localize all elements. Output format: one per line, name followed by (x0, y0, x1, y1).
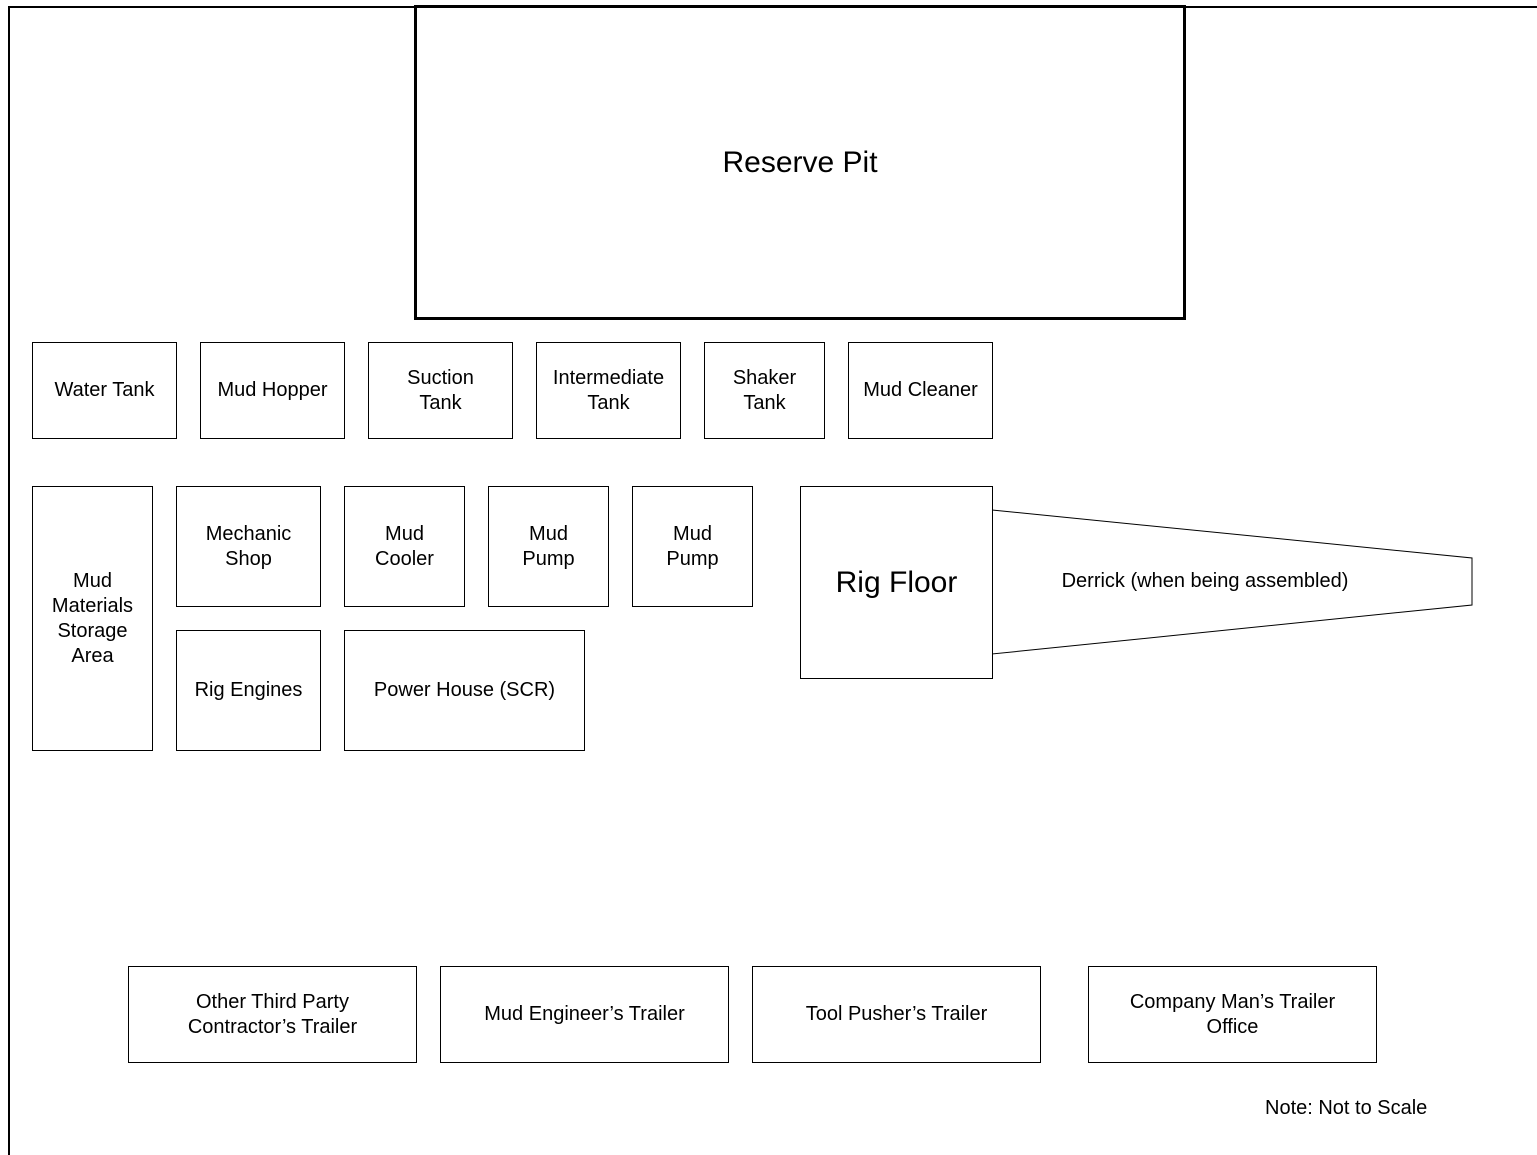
company-man-trailer-label: Company Man’s Trailer Office (1129, 990, 1336, 1038)
tool-pusher-trailer: Tool Pusher’s Trailer (752, 966, 1041, 1063)
rig-engines-label: Rig Engines (194, 679, 303, 701)
mechanic-shop-label: Mechanic Shop (205, 522, 292, 570)
intermediate-tank: Intermediate Tank (536, 342, 681, 439)
suction-tank: Suction Tank (368, 342, 513, 439)
rig-engines: Rig Engines (176, 630, 321, 751)
mud-engineer-trailer: Mud Engineer’s Trailer (440, 966, 729, 1063)
rig-floor-label: Rig Floor (835, 565, 958, 599)
mud-hopper: Mud Hopper (200, 342, 345, 439)
mud-pump-2: Mud Pump (632, 486, 753, 607)
shaker-tank-label: Shaker Tank (732, 366, 797, 414)
mud-cleaner-label: Mud Cleaner (863, 379, 978, 401)
suction-tank-label: Suction Tank (407, 366, 474, 414)
mud-cleaner: Mud Cleaner (848, 342, 993, 439)
scale-note: Note: Not to Scale (1265, 1097, 1428, 1119)
shaker-tank: Shaker Tank (704, 342, 825, 439)
mud-cooler-label: Mud Cooler (375, 522, 434, 570)
mud-pump-1: Mud Pump (488, 486, 609, 607)
reserve-pit: Reserve Pit (414, 5, 1186, 320)
power-house: Power House (SCR) (344, 630, 585, 751)
water-tank-label: Water Tank (54, 379, 155, 401)
water-tank: Water Tank (32, 342, 177, 439)
mud-pump-2-label: Mud Pump (666, 522, 719, 570)
derrick-label: Derrick (when being assembled) (1061, 570, 1349, 592)
power-house-label: Power House (SCR) (373, 679, 556, 701)
mud-hopper-label: Mud Hopper (217, 379, 328, 401)
mud-materials-storage-area: Mud Materials Storage Area (32, 486, 153, 751)
mud-cooler: Mud Cooler (344, 486, 465, 607)
rig-floor: Rig Floor (800, 486, 993, 679)
mechanic-shop: Mechanic Shop (176, 486, 321, 607)
reserve-pit-label: Reserve Pit (722, 146, 878, 179)
intermediate-tank-label: Intermediate Tank (552, 366, 665, 414)
mud-engineer-trailer-label: Mud Engineer’s Trailer (484, 1003, 685, 1025)
third-party-contractor-trailer: Other Third Party Contractor’s Trailer (128, 966, 417, 1063)
company-man-trailer-office: Company Man’s Trailer Office (1088, 966, 1377, 1063)
mud-materials-storage-label: Mud Materials Storage Area (51, 569, 134, 667)
third-party-trailer-label: Other Third Party Contractor’s Trailer (187, 990, 358, 1038)
mud-pump-1-label: Mud Pump (522, 522, 575, 570)
tool-pusher-trailer-label: Tool Pusher’s Trailer (805, 1003, 988, 1025)
